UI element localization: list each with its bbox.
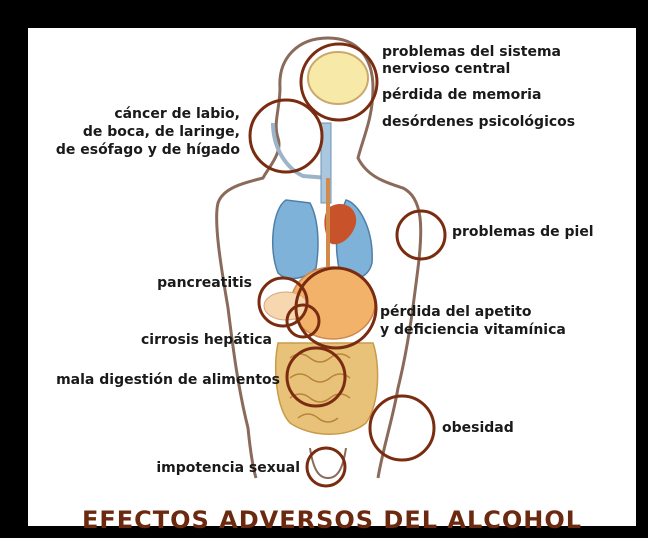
label-appetite-2: y deficiencia vitamínica <box>380 322 566 339</box>
label-psych-disorders: desórdenes psicológicos <box>382 114 575 131</box>
label-skin: problemas de piel <box>452 224 594 241</box>
label-pancreatitis: pancreatitis <box>157 275 252 292</box>
outer-frame: problemas del sistema nervioso central p… <box>8 8 640 530</box>
diagram-canvas: problemas del sistema nervioso central p… <box>28 28 636 526</box>
label-nervous-system-1: problemas del sistema <box>382 44 561 61</box>
left-lung <box>273 200 318 278</box>
label-cirrhosis: cirrosis hepática <box>141 332 272 349</box>
circle-reproductive <box>307 448 345 486</box>
label-impotence: impotencia sexual <box>156 460 300 477</box>
label-cancer-1: cáncer de labio, <box>114 106 240 123</box>
label-appetite-1: pérdida del apetito <box>380 304 532 321</box>
label-obesity: obesidad <box>442 420 514 437</box>
label-cancer-3: de esófago y de hígado <box>56 142 240 159</box>
label-digestion: mala digestión de alimentos <box>56 372 280 389</box>
label-memory-loss: pérdida de memoria <box>382 87 541 104</box>
brain <box>308 52 368 104</box>
label-nervous-system-2: nervioso central <box>382 61 510 78</box>
diagram-title: EFECTOS ADVERSOS DEL ALCOHOL <box>28 506 636 534</box>
circle-obesity <box>370 396 434 460</box>
body-diagram <box>28 28 636 526</box>
label-cancer-2: de boca, de laringe, <box>83 124 240 141</box>
